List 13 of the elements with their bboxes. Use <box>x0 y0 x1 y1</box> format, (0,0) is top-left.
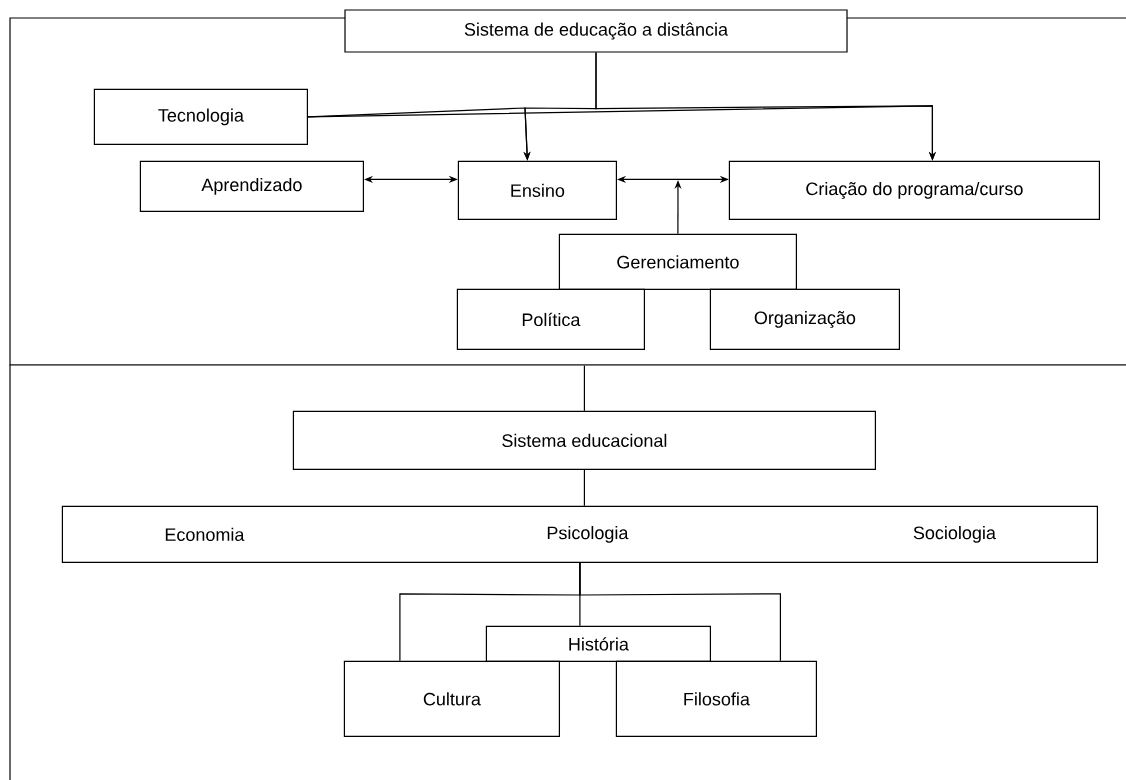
process-box: Sistema educacional <box>292 410 876 470</box>
process-box: Filosofia <box>615 660 817 737</box>
category-box: Economia Psicologia Sociologia <box>61 505 1098 563</box>
process-box: Política <box>456 288 645 350</box>
process-box: Sistema de educação a distância <box>344 9 848 53</box>
process-box: Aprendizado <box>139 160 364 212</box>
process-box: Ensino <box>457 160 617 220</box>
process-box: Cultura <box>343 660 560 737</box>
process-box: História <box>485 625 711 662</box>
process-box: Criação do programa/curso <box>728 160 1100 220</box>
process-box: Tecnologia <box>93 88 308 145</box>
process-box: Organização <box>709 288 900 350</box>
process-box: Gerenciamento <box>558 233 797 290</box>
